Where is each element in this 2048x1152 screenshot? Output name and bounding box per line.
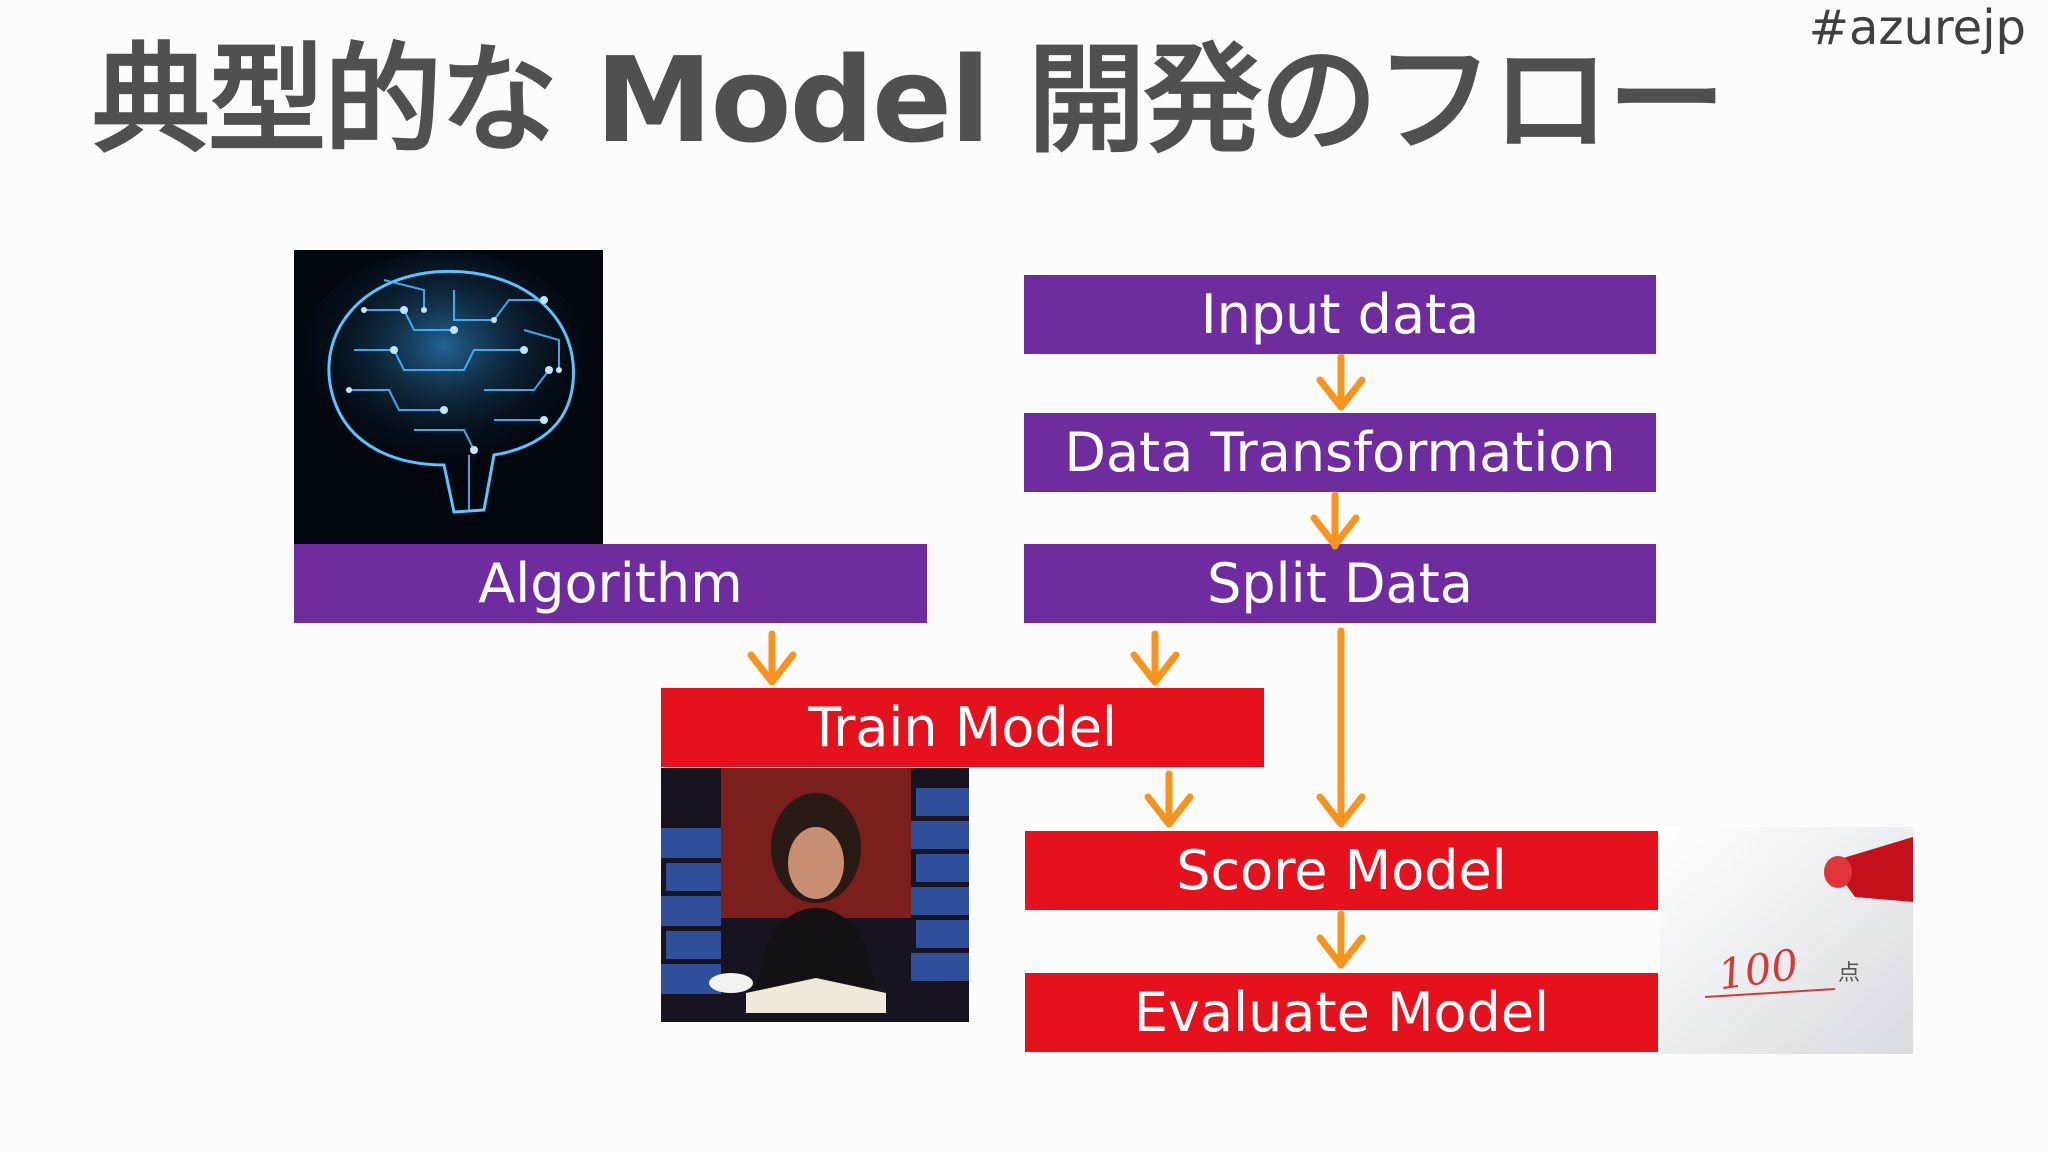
brain-circuit-image bbox=[294, 250, 603, 544]
score-paper-image: 100 点 bbox=[1660, 827, 1913, 1054]
arrow-score-to-evaluate bbox=[1316, 910, 1366, 969]
arrow-transformation-to-split bbox=[1310, 491, 1360, 550]
arrow-train-to-score bbox=[1144, 770, 1194, 828]
studying-person-image bbox=[661, 768, 969, 1022]
slide-title: 典型的な Model 開発のフロー bbox=[92, 31, 1726, 169]
split-data-step: Split Data bbox=[1024, 544, 1656, 623]
input-data-step: Input data bbox=[1024, 275, 1656, 354]
algorithm-step: Algorithm bbox=[294, 544, 927, 623]
hashtag: #azurejp bbox=[1808, 0, 2026, 56]
arrow-input-to-transformation bbox=[1316, 353, 1366, 411]
studying-person-icon bbox=[661, 768, 969, 1022]
data-transformation-step: Data Transformation bbox=[1024, 413, 1656, 492]
train-model-step: Train Model bbox=[661, 688, 1264, 767]
score-paper-icon bbox=[1660, 827, 1913, 1054]
brain-circuit-icon bbox=[294, 250, 603, 544]
evaluate-model-step: Evaluate Model bbox=[1025, 973, 1658, 1052]
arrow-algorithm-to-train bbox=[747, 630, 797, 686]
arrow-split-to-train bbox=[1130, 630, 1180, 686]
score-model-step: Score Model bbox=[1025, 831, 1658, 910]
score-suffix: 点 bbox=[1838, 961, 1861, 986]
arrow-split-to-score bbox=[1316, 627, 1366, 828]
